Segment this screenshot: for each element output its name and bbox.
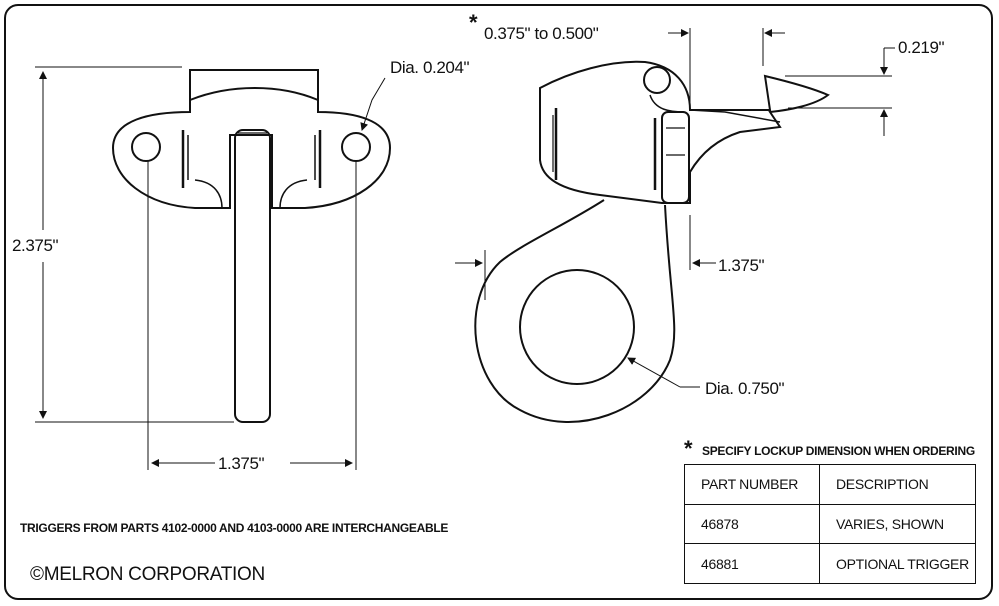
table-row: 46881 OPTIONAL TRIGGER: [684, 543, 976, 584]
side-trigger-bar: [661, 111, 690, 204]
side-ring-body: [474, 199, 676, 423]
specify-note: SPECIFY LOCKUP DIMENSION WHEN ORDERING: [702, 444, 975, 458]
front-right-hole: [341, 132, 371, 162]
side-head-outline: [539, 60, 830, 204]
front-right-fillet: [279, 179, 308, 209]
side-dimensions: [455, 28, 895, 388]
description-cell: VARIES, SHOWN: [819, 503, 976, 545]
front-top-curve: [189, 87, 319, 101]
part-number-cell: 46878: [684, 503, 820, 545]
front-dimensions: [35, 66, 386, 470]
parts-table: PART NUMBER DESCRIPTION 46878 VARIES, SH…: [684, 464, 976, 584]
interchangeable-note: TRIGGERS FROM PARTS 4102-0000 AND 4103-0…: [20, 521, 449, 535]
description-cell: OPTIONAL TRIGGER: [819, 543, 976, 584]
dim-front-height: 2.375": [12, 236, 59, 255]
dim-hole-dia: Dia. 0.204": [390, 58, 470, 77]
part-number-cell: 46881: [684, 543, 820, 584]
dim-front-width: 1.375": [218, 454, 265, 473]
dim-trigger-gap: 0.219": [898, 38, 945, 57]
dim-side-offset: 1.375": [718, 256, 765, 275]
header-part-number: PART NUMBER: [684, 464, 820, 505]
front-body-outline: [111, 69, 392, 209]
table-row: 46878 VARIES, SHOWN: [684, 503, 976, 545]
front-view: [111, 69, 392, 423]
side-ring-hole: [519, 269, 635, 385]
side-pivot-hole: [643, 66, 671, 94]
table-header-row: PART NUMBER DESCRIPTION: [684, 464, 976, 505]
dim-ring-dia: Dia. 0.750": [705, 379, 785, 398]
specify-asterisk: *: [684, 436, 693, 461]
front-shaft: [234, 129, 271, 423]
side-view: [474, 60, 830, 423]
drawing-border: [4, 4, 993, 600]
copyright-text: ©MELRON CORPORATION: [30, 564, 265, 585]
front-left-hole: [131, 132, 161, 162]
front-left-fillet: [194, 179, 223, 209]
lockup-asterisk: *: [469, 10, 478, 35]
header-description: DESCRIPTION: [819, 464, 976, 505]
dim-lockup: 0.375" to 0.500": [484, 24, 599, 43]
side-trigger-lower: [689, 109, 781, 123]
